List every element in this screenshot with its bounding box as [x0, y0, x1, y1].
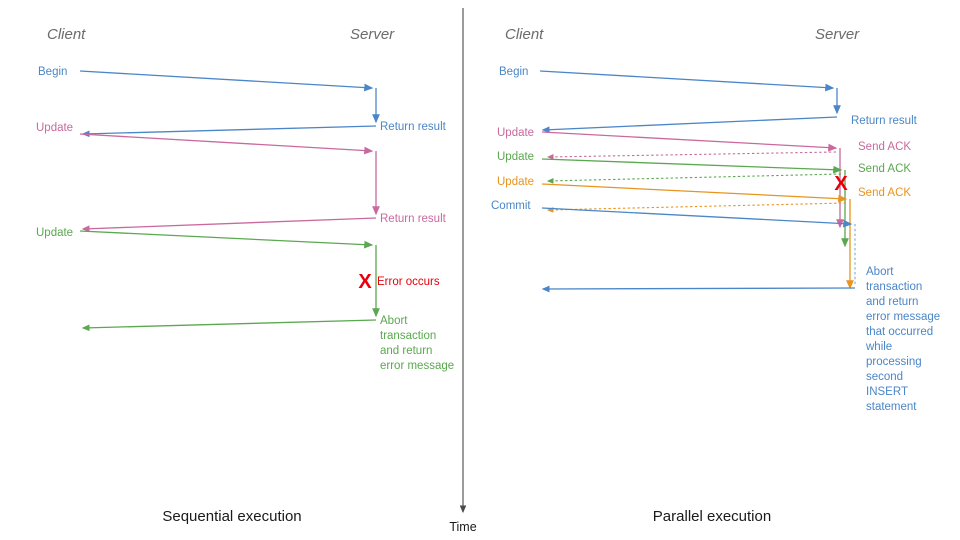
server-label-return-result-1-left: Return result: [380, 121, 447, 133]
server-label-return-result-right: Return result: [851, 115, 918, 127]
abort-note-line: and return: [380, 345, 432, 357]
message-update-green-right: [541, 158, 849, 248]
server-label-error-occurs-left: Error occurs: [377, 276, 440, 288]
server-label-send-ack-orange: Send ACK: [858, 187, 911, 199]
abort-note-line: processing: [866, 356, 922, 368]
message-update-pink-right: [541, 131, 844, 229]
client-label-update-green-right: Update: [497, 151, 534, 163]
abort-note-line: and return: [866, 296, 918, 308]
server-label-send-ack-green: Send ACK: [858, 163, 911, 175]
client-label-update-orange-right: Update: [497, 176, 534, 188]
abort-note-line: INSERT: [866, 386, 908, 398]
panel-sequential: Client Server Begin Return result Update…: [36, 26, 454, 525]
lane-title-client-left: Client: [47, 26, 86, 43]
time-axis-label: Time: [449, 520, 476, 534]
abort-note-line: that occurred: [866, 326, 933, 338]
abort-note-line: Abort: [866, 266, 894, 278]
abort-note-line: second: [866, 371, 903, 383]
server-label-return-result-2-left: Return result: [380, 213, 447, 225]
message-begin-left: [79, 70, 380, 138]
message-commit-right: [541, 207, 856, 293]
message-begin-right: [539, 70, 841, 134]
abort-note-line: error message: [380, 360, 454, 372]
panel-caption-sequential: Sequential execution: [162, 508, 301, 525]
abort-note-line: transaction: [380, 330, 436, 342]
abort-note-line: while: [865, 341, 892, 353]
error-x-icon-left: X: [358, 271, 372, 293]
client-label-update-pink-right: Update: [497, 127, 534, 139]
client-label-update-2-left: Update: [36, 227, 73, 239]
client-label-update-1-left: Update: [36, 122, 73, 134]
abort-note-line: transaction: [866, 281, 922, 293]
abort-note-right: Abort transaction and return error messa…: [865, 266, 940, 413]
abort-note-left: Abort transaction and return error messa…: [380, 315, 454, 372]
panel-parallel: Client Server Begin Return result Update…: [491, 26, 940, 525]
message-update-green-left: [79, 230, 380, 332]
lane-title-server-left: Server: [350, 26, 395, 43]
panel-caption-parallel: Parallel execution: [653, 508, 771, 525]
message-update-pink-left: [79, 133, 380, 233]
server-label-send-ack-pink: Send ACK: [858, 141, 911, 153]
lane-title-client-right: Client: [505, 26, 544, 43]
message-update-orange-right: [541, 183, 854, 290]
client-label-begin-right: Begin: [499, 66, 528, 78]
lane-title-server-right: Server: [815, 26, 860, 43]
abort-note-line: statement: [866, 401, 917, 413]
abort-note-line: error message: [866, 311, 940, 323]
error-x-icon-right: X: [834, 173, 848, 195]
client-label-commit-right: Commit: [491, 200, 531, 212]
abort-note-line: Abort: [380, 315, 408, 327]
client-label-begin-left: Begin: [38, 66, 67, 78]
